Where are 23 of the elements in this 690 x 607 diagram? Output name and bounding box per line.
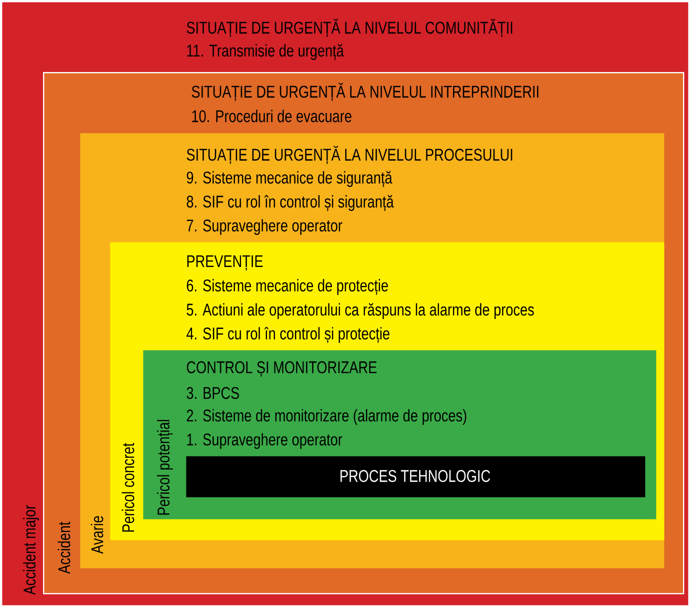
level-heading: SITUAȚIE DE URGENȚĂ LA NIVELUL COMUNITĂȚII: [186, 18, 512, 38]
side-label: Pericol concret: [122, 442, 134, 532]
measure-item: 2. Sisteme de monitorizare (alarme de proces): [186, 409, 466, 425]
measure-item: 4. SIF cu rol în control și protecție: [186, 327, 390, 343]
side-label: Avarie: [90, 516, 104, 554]
side-label: Pericol potențial: [157, 420, 173, 515]
level-heading: SITUAȚIE DE URGENȚĂ LA NIVELUL INTREPRINDERII: [192, 82, 538, 102]
box-label: PROCES TEHNOLOGIC: [340, 470, 490, 482]
level-heading: CONTROL ȘI MONITORIZARE: [186, 361, 377, 377]
side-label: Accident: [58, 522, 70, 574]
measure-item: 8. SIF cu rol în control și siguranță: [186, 194, 394, 212]
measure-item: 11. Transmisie de urgență: [187, 44, 344, 60]
measure-item: 6. Sisteme mecanice de protecție: [186, 279, 388, 295]
measure-item: 3. BPCS: [186, 386, 239, 400]
side-label: Accident major: [23, 505, 39, 595]
level-box: [186, 456, 646, 498]
measure-item: 7. Supraveghere operator: [186, 219, 342, 235]
measure-item: 5. Actiuni ale operatorului ca răspuns la alarme de proces: [186, 302, 534, 320]
measure-item: 10. Proceduri de evacuare: [192, 110, 352, 122]
measure-item: 9. Sisteme mecanice de siguranță: [186, 170, 392, 188]
level-heading: PREVENȚIE: [187, 255, 263, 271]
level-heading: SITUAȚIE DE URGENȚĂ LA NIVELUL PROCESULUI: [186, 146, 512, 164]
measure-item: 1. Supraveghere operator: [187, 433, 342, 449]
